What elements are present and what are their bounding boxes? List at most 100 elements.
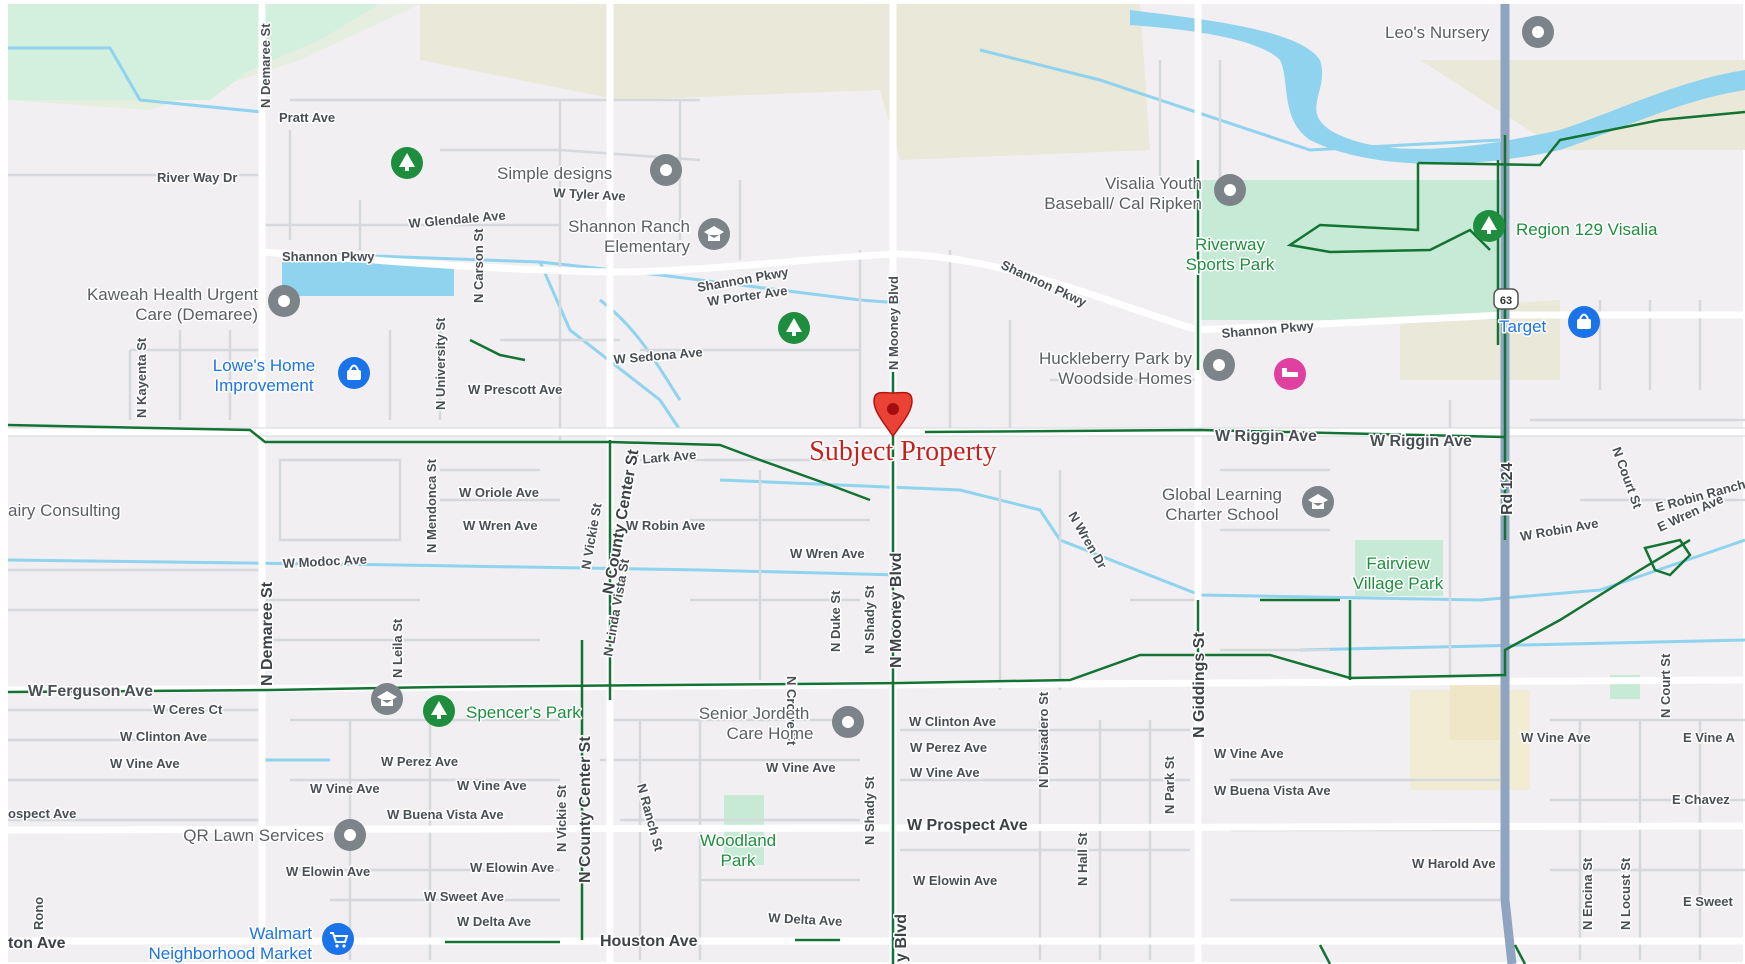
street-label: N County Center St — [577, 736, 594, 883]
street-label: W Buena Vista Ave — [387, 807, 504, 822]
pin-icon[interactable] — [334, 819, 366, 851]
pond — [282, 262, 454, 296]
street-label: W Vine Ave — [310, 781, 380, 796]
place-label: Care Home — [727, 724, 814, 743]
place-label: Huckleberry Park by — [1039, 349, 1193, 368]
school-icon[interactable] — [371, 683, 403, 715]
place-label: Riverway — [1195, 235, 1265, 254]
street-label: W Elowin Ave — [286, 864, 370, 879]
hotel-icon[interactable] — [1274, 358, 1306, 390]
street-label: W Wren Ave — [463, 518, 538, 533]
shopping-bag-icon[interactable] — [338, 357, 370, 389]
street-label: W Vine Ave — [110, 756, 180, 771]
poi-markers — [268, 16, 1600, 955]
street-label: N Shady St — [862, 776, 877, 845]
street-label: W Elowin Ave — [913, 873, 997, 888]
place-label: Shannon Ranch — [568, 217, 690, 236]
street-label: W Vine Ave — [1521, 730, 1591, 745]
place-label: Walmart — [249, 924, 312, 943]
place-label: QR Lawn Services — [183, 826, 324, 845]
street-label: N Demaree St — [259, 581, 276, 686]
place-label: Leo's Nursery — [1385, 23, 1490, 42]
street-label: W Sweet Ave — [424, 889, 504, 904]
farmland-area — [420, 4, 1150, 160]
street-label: N Locust St — [1618, 857, 1633, 930]
place-label: Kaweah Health Urgent — [87, 285, 258, 304]
place-label: Region 129 Visalia — [1516, 220, 1658, 239]
pin-icon[interactable] — [268, 285, 300, 317]
street-label: River Way Dr — [157, 170, 237, 185]
subject-property-marker[interactable] — [873, 391, 913, 438]
street-label: W Vine Ave — [457, 778, 527, 793]
street-label: E Chavez — [1672, 792, 1730, 807]
place-label: Fairview — [1366, 554, 1430, 573]
street-label: N Hall St — [1075, 832, 1090, 886]
subject-property-label: Subject Property — [809, 436, 996, 467]
place-label: Charter School — [1165, 505, 1278, 524]
street-label: W Ferguson Ave — [28, 683, 153, 700]
school-icon[interactable] — [1302, 486, 1334, 518]
street-label: N Duke St — [828, 590, 843, 652]
school-icon[interactable] — [698, 218, 730, 250]
street-label: W Riggin Ave — [1215, 428, 1317, 445]
tree-icon[interactable] — [423, 695, 455, 727]
street-label: W Buena Vista Ave — [1214, 783, 1331, 798]
street-label: Shannon Pkwy — [282, 249, 375, 264]
pin-icon[interactable] — [650, 154, 682, 186]
trails — [7, 110, 1745, 964]
street-label: Pratt Ave — [279, 110, 335, 125]
place-label: Visalia Youth — [1105, 174, 1202, 193]
street-label: W Wren Ave — [790, 546, 865, 561]
street-label: N Shady St — [862, 585, 877, 654]
pin-icon[interactable] — [1214, 174, 1246, 206]
place-label: Global Learning — [1162, 485, 1282, 504]
place-label: Spencer's Park — [466, 703, 581, 722]
street-label: W Robin Ave — [626, 518, 705, 533]
shopping-bag-icon[interactable] — [1568, 306, 1600, 338]
riverway-sports-park-area — [1198, 180, 1500, 320]
pin-icon[interactable] — [1203, 349, 1235, 381]
street-label: W Vine Ave — [910, 765, 980, 780]
street-label: ospect Ave — [8, 806, 76, 821]
street-label: W Vine Ave — [766, 760, 836, 775]
street-label: W Delta Ave — [768, 910, 843, 929]
poi-labels: Leo's Nursery Simple designs Visalia You… — [7, 22, 1660, 964]
place-label: Village Park — [1353, 574, 1444, 593]
street-label: N Vickie St — [554, 784, 569, 852]
street-label: W Harold Ave — [1412, 856, 1496, 871]
place-label: Senior Jordeth — [699, 704, 810, 723]
street-label: N Divisadero St — [1036, 691, 1051, 788]
location-pin-dot — [887, 403, 899, 415]
street-label: N Park St — [1162, 756, 1177, 814]
street-label: E Sweet — [1683, 894, 1734, 909]
pin-icon[interactable] — [832, 706, 864, 738]
street-label: ton Ave — [8, 935, 66, 952]
place-label: Care (Demaree) — [135, 305, 258, 324]
river — [1130, 10, 1745, 164]
street-label: N Giddings St — [1191, 632, 1208, 738]
route-shield-number: 63 — [1500, 295, 1512, 307]
street-label: N Demaree St — [258, 23, 273, 108]
fairview-village-park-area — [1355, 540, 1443, 596]
street-label: Rd 124 — [1499, 462, 1516, 515]
street-label: W Clinton Ave — [120, 729, 207, 744]
tree-icon[interactable] — [1473, 210, 1505, 242]
street-label: N Crowe St — [784, 676, 799, 746]
route-63-shield: 63 — [1493, 288, 1519, 310]
street-label: N Mooney Blvd — [888, 552, 905, 668]
street-label: N Mendonca St — [424, 458, 439, 553]
tree-icon[interactable] — [391, 147, 423, 179]
place-label: Neighborhood Market — [149, 944, 313, 963]
place-label: Woodside Homes — [1058, 369, 1192, 388]
cart-icon[interactable] — [322, 923, 354, 955]
street-label: W Clinton Ave — [909, 714, 996, 729]
tree-icon[interactable] — [778, 312, 810, 344]
place-label: Park — [721, 851, 756, 870]
street-label: N Encina St — [1580, 857, 1595, 930]
pin-icon[interactable] — [1522, 16, 1554, 48]
street-label: W Prescott Ave — [468, 382, 562, 397]
street-label: W Ceres Ct — [153, 702, 223, 717]
place-label: airy Consulting — [8, 501, 120, 520]
local-streets — [8, 60, 1745, 960]
